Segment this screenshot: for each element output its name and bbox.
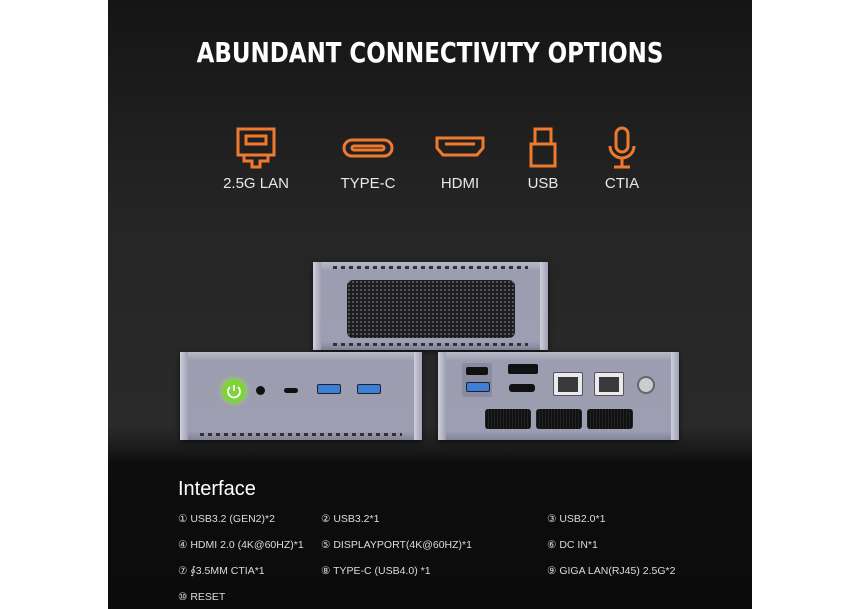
feature-label: TYPE-C xyxy=(340,175,396,192)
usb3-port xyxy=(317,384,341,394)
spec-item: ④ HDMI 2.0 (4K@60HZ)*1 xyxy=(178,539,304,551)
mini-pc-top-view xyxy=(313,262,548,350)
spec-item: ② USB3.2*1 xyxy=(321,513,380,525)
lan-port xyxy=(553,372,583,396)
spec-item: ⑦ ∮3.5MM CTIA*1 xyxy=(178,565,265,577)
usb-c-port xyxy=(284,388,298,393)
mini-pc-front-view xyxy=(180,352,422,440)
usb2-port xyxy=(466,367,488,375)
vent-grille xyxy=(347,280,515,338)
feature-label: USB xyxy=(527,175,559,192)
usb-plug-icon xyxy=(529,127,557,168)
feature-label: CTIA xyxy=(604,175,640,192)
feature-label: 2.5G LAN xyxy=(223,175,289,192)
usb3-port xyxy=(357,384,381,394)
feature-label: HDMI xyxy=(440,175,480,192)
hdmi-port-icon xyxy=(435,136,485,157)
product-banner: ABUNDANT CONNECTIVITY OPTIONS 2.5G LAN T… xyxy=(108,0,752,609)
dc-in-port xyxy=(637,376,655,394)
spec-item: ⑥ DC IN*1 xyxy=(547,539,598,551)
spec-item: ① USB3.2 (GEN2)*2 xyxy=(178,513,275,525)
spec-item: ⑧ TYPE-C (USB4.0) *1 xyxy=(321,565,431,577)
power-icon xyxy=(227,385,241,399)
hdmi-port xyxy=(509,384,535,392)
spec-item: ③ USB2.0*1 xyxy=(547,513,606,525)
spec-item: ⑩ RESET xyxy=(178,591,226,603)
power-button xyxy=(222,379,246,403)
displayport-port xyxy=(508,364,538,374)
lan-port xyxy=(594,372,624,396)
usb-c-port-icon xyxy=(342,138,394,158)
audio-jack xyxy=(256,386,265,395)
feature-usb: USB xyxy=(498,126,588,192)
spec-item: ⑨ GIGA LAN(RJ45) 2.5G*2 xyxy=(547,565,676,577)
feature-type-c: TYPE-C xyxy=(323,126,413,192)
ethernet-port-icon xyxy=(236,127,276,169)
interface-heading: Interface xyxy=(178,478,256,500)
spec-item: ⑤ DISPLAYPORT(4K@60HZ)*1 xyxy=(321,539,472,551)
feature-hdmi: HDMI xyxy=(415,126,505,192)
microphone-icon xyxy=(608,126,636,169)
feature-lan: 2.5G LAN xyxy=(211,126,301,192)
mini-pc-rear-view xyxy=(438,352,679,440)
banner-title: ABUNDANT CONNECTIVITY OPTIONS xyxy=(196,36,664,69)
feature-ctia: CTIA xyxy=(577,126,667,192)
usb3-port xyxy=(466,382,490,392)
